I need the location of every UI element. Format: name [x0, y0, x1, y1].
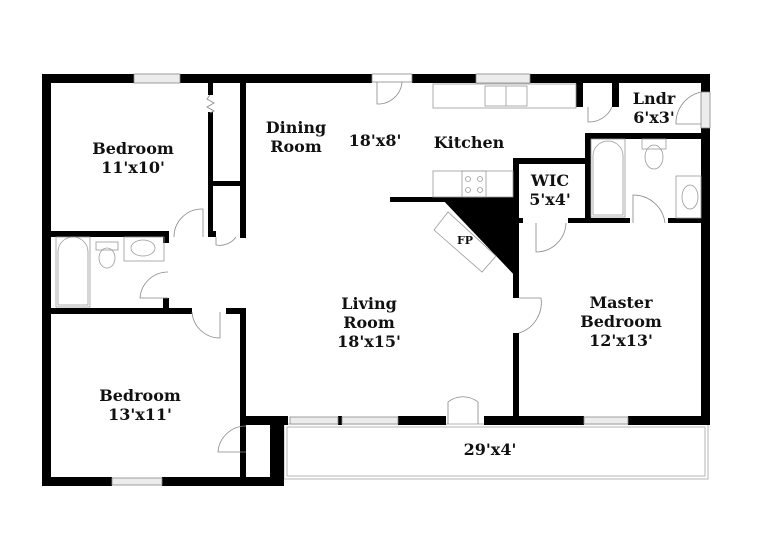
room-label-fireplace: FP [457, 235, 473, 247]
room-label-living: Living Room 18'x15' [337, 294, 401, 351]
room-dims: 29'x4' [463, 440, 517, 459]
room-name: FP [456, 234, 474, 247]
room-name: Master [589, 293, 653, 312]
fixtures [55, 83, 702, 308]
walls [42, 74, 710, 486]
room-label-wic: WIC 5'x4' [529, 171, 571, 209]
room-name: Dining [265, 118, 327, 137]
room-label-dining: Dining Room [266, 118, 326, 156]
room-label-bedroom-3: Bedroom 13'x11' [99, 386, 181, 424]
room-name: Bedroom [92, 139, 174, 158]
room-name: Room [270, 137, 322, 156]
room-name: Lndr [632, 89, 676, 108]
room-label-laundry: Lndr 6'x3' [633, 89, 676, 127]
room-name: Bedroom [99, 386, 181, 405]
room-dims: 18'x15' [337, 332, 401, 351]
room-dims-porch: 29'x4' [464, 440, 517, 459]
room-dims: 18'x8' [348, 131, 402, 150]
room-label-kitchen: Kitchen [434, 133, 505, 152]
room-dims: 12'x13' [589, 331, 653, 350]
room-dims: 11'x10' [101, 158, 165, 177]
room-name: Living [341, 294, 397, 313]
room-label-bedroom-2: Bedroom 11'x10' [92, 139, 174, 177]
room-label-master: Master Bedroom 12'x13' [580, 293, 662, 350]
room-dims: 6'x3' [633, 108, 675, 127]
room-name: Room [343, 313, 395, 332]
room-name: WIC [530, 171, 570, 190]
doors [139, 73, 702, 453]
room-dims-dining-kitchen: 18'x8' [349, 131, 402, 150]
room-dims: 5'x4' [529, 190, 571, 209]
windows [111, 73, 711, 486]
room-name: Kitchen [433, 133, 505, 152]
room-name: Bedroom [580, 312, 662, 331]
room-dims: 13'x11' [108, 405, 172, 424]
